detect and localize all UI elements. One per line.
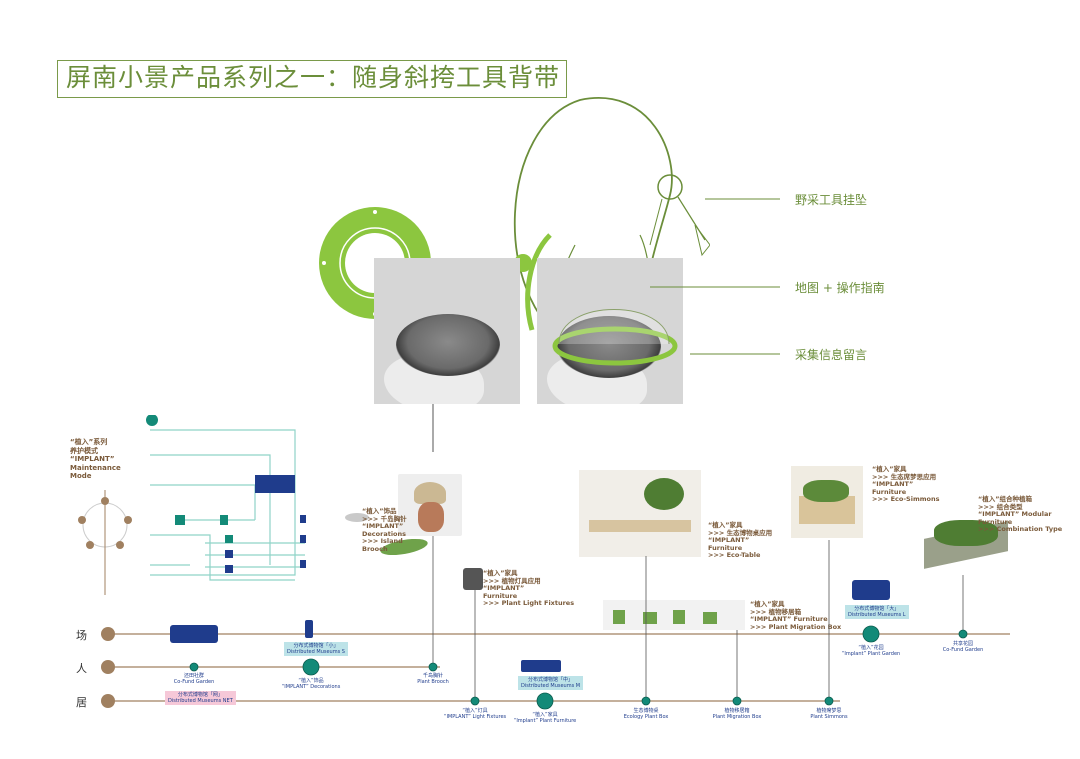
tag-museum-l: 分布式博物馆「大」Distributed Museums L	[845, 605, 909, 619]
row-marker-chang	[101, 627, 115, 641]
page-title: 屏南小景产品系列之一：随身斜挎工具背带	[57, 60, 567, 98]
light-label: “植入”家具>>> 植物灯具应用 “IMPLANT”Furniture >>> …	[483, 569, 575, 607]
row-marker-ren	[101, 660, 115, 674]
tag-museum-s: 分布式博物馆「小」Distributed Museums S	[284, 642, 348, 656]
light-fixture-photo	[463, 568, 483, 590]
brooch-moss-icon	[345, 513, 369, 522]
maintenance-mode-title: “植入”系列 养护模式 “IMPLANT” Maintenance Mode	[70, 438, 121, 480]
row-label-chang: 场	[76, 629, 87, 642]
node-garden: “植入”花园“Implant” Plant Garden	[841, 645, 901, 657]
node-decor: “植入”饰品“IMPLANT” Decorations	[281, 678, 341, 690]
brooch-photo	[398, 474, 462, 536]
eco-table-label: “植入”家具>>> 生态博物桌应用 “IMPLANT”Furniture >>>…	[708, 521, 773, 559]
brooch-label: “植入”饰品>>> 千岛胸针 “IMPLANT”Decorations >>> …	[362, 507, 407, 553]
ring-overlay	[552, 309, 678, 366]
row-marker-ju	[101, 694, 115, 708]
tag-museum-m: 分布式博物馆「中」Distributed Museums M	[518, 676, 584, 690]
row-label-ren: 人	[76, 662, 87, 675]
migration-box-photo	[603, 600, 745, 630]
row-label-ju: 居	[76, 696, 87, 709]
callout-info-message: 采集信息留言	[795, 348, 868, 362]
simmons-label: “植入”家具>>> 生态席梦思应用 “IMPLANT”Furniture >>>…	[872, 465, 940, 503]
node-furniture: “植入”家具“Implant” Plant Furniture	[513, 712, 577, 724]
callout-map-guide: 地图 + 操作指南	[795, 281, 885, 295]
maintenance-flow-diagram	[78, 415, 306, 595]
modular-box-photo	[916, 508, 1018, 576]
callout-tool-pendant: 野采工具挂坠	[795, 193, 868, 207]
product-photo-plain	[374, 258, 520, 404]
eco-simmons-photo	[791, 466, 863, 538]
node-lightfx: “植入”灯具“IMPLANT” Light Fixtures	[443, 708, 507, 720]
eco-table-photo	[579, 470, 701, 557]
tag-museum-net: 分布式博物馆「网」Distributed Museums NET	[165, 691, 236, 705]
migration-label: “植入”家具>>> 植物移居箱 “IMPLANT” Furniture>>> P…	[750, 600, 842, 631]
